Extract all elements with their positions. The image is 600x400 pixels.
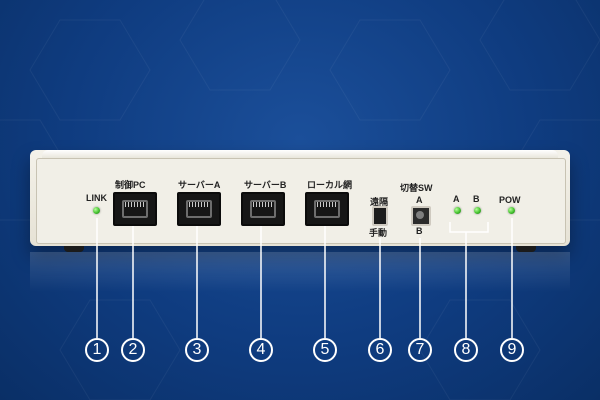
- select-toggle-switch-icon[interactable]: [411, 206, 431, 226]
- a-led-indicator-icon: [454, 207, 461, 214]
- device-foot-right: [516, 246, 536, 252]
- remote-label: 遠隔: [370, 197, 389, 207]
- control-pc-ethernet-port-icon[interactable]: [113, 192, 157, 226]
- switch-a-label: A: [416, 195, 423, 205]
- device-foot-left: [64, 246, 84, 252]
- device-top-highlight: [42, 150, 558, 158]
- local-net-ethernet-port-icon[interactable]: [305, 192, 349, 226]
- server-b-label: サーバーB: [244, 180, 287, 190]
- callout-badge-1: 1: [85, 338, 109, 362]
- manual-label: 手動: [369, 228, 388, 238]
- callout-badge-2: 2: [121, 338, 145, 362]
- link-led-icon: [93, 207, 100, 214]
- callout-badge-4: 4: [249, 338, 273, 362]
- callout-badge-7: 7: [408, 338, 432, 362]
- callout-badge-8: 8: [454, 338, 478, 362]
- server-a-label: サーバーA: [178, 180, 221, 190]
- switch-b-label: B: [416, 226, 423, 236]
- local-net-label: ローカル網: [307, 180, 353, 190]
- remote-manual-push-button-icon[interactable]: [372, 206, 388, 226]
- switch-sw-label: 切替SW: [400, 183, 433, 193]
- power-led-indicator-icon: [508, 207, 515, 214]
- server-a-ethernet-port-icon[interactable]: [177, 192, 221, 226]
- link-label: LINK: [86, 193, 107, 203]
- b-led-indicator-icon: [474, 207, 481, 214]
- callout-badge-9: 9: [500, 338, 524, 362]
- led-b-label: B: [473, 194, 480, 204]
- led-a-label: A: [453, 194, 460, 204]
- callout-badge-6: 6: [368, 338, 392, 362]
- pow-label: POW: [499, 195, 521, 205]
- callout-badge-5: 5: [313, 338, 337, 362]
- server-b-ethernet-port-icon[interactable]: [241, 192, 285, 226]
- callout-badge-3: 3: [185, 338, 209, 362]
- device-reflection: [30, 252, 570, 292]
- control-pc-label: 制御PC: [115, 180, 146, 190]
